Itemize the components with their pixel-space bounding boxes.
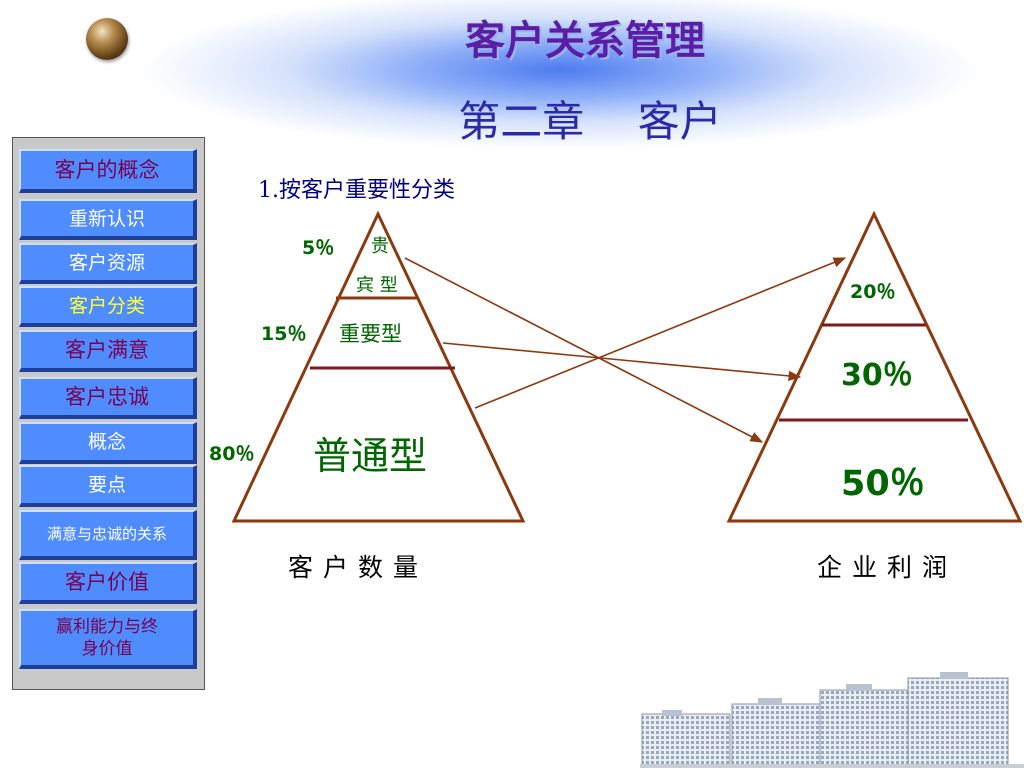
left-tier-1-label-line2: 宾 型 (356, 275, 398, 296)
right-tier-1-percent: 20％ (850, 281, 896, 303)
sidebar-item-label: 客户的概念 (54, 158, 160, 182)
page-title: 客户关系管理 (465, 18, 705, 64)
sidebar-item-concept[interactable]: 概念 (19, 422, 197, 464)
buildings-illustration (640, 672, 1024, 768)
section-subtitle: 1.按客户重要性分类 (258, 178, 455, 203)
sidebar-item-label: 客户忠诚 (65, 385, 149, 409)
sidebar-item-label: 赢利能力与终身价值 (56, 617, 158, 659)
left-pyramid-caption: 客户数量 (288, 553, 429, 582)
sidebar-item-recognition[interactable]: 重新认识 (19, 199, 197, 240)
right-tier-2-percent: 30％ (841, 358, 913, 393)
left-tier-2-percent: 15％ (261, 323, 307, 345)
right-pyramid (726, 210, 1023, 523)
sidebar-item-label: 客户分类 (68, 294, 145, 317)
arrow-vip-to-profit (404, 257, 764, 443)
sidebar-item-label: 重新认识 (68, 207, 145, 230)
left-tier-1-percent: 5％ (302, 237, 335, 259)
sidebar-item-customer-classification[interactable]: 客户分类 (19, 286, 197, 327)
sidebar-item-label: 客户满意 (65, 338, 149, 362)
arrow-ordinary-to-profit (474, 257, 847, 409)
arrow-important-to-profit (442, 342, 802, 382)
left-tier-2-label: 重要型 (339, 322, 402, 346)
sidebar-nav: 客户的概念 重新认识 客户资源 客户分类 客户满意 客户忠诚 概念 要点 满意与… (12, 137, 205, 690)
left-tier-3-percent: 80％ (209, 443, 255, 465)
sidebar-item-label: 概念 (87, 431, 126, 453)
sidebar-item-customer-value[interactable]: 客户价值 (19, 562, 197, 604)
left-tier-3-label: 普通型 (313, 434, 428, 478)
sidebar-item-customer-resources[interactable]: 客户资源 (19, 243, 197, 284)
sidebar-item-customer-concept[interactable]: 客户的概念 (19, 149, 197, 193)
sidebar-item-label: 满意与忠诚的关系 (46, 525, 167, 543)
bullet-ball-icon (86, 18, 128, 60)
sidebar-item-customer-loyalty[interactable]: 客户忠诚 (19, 377, 197, 419)
sidebar-item-satisfaction-loyalty-relation[interactable]: 满意与忠诚的关系 (19, 510, 197, 560)
sidebar-item-label: 要点 (87, 474, 126, 496)
sidebar-item-label: 客户资源 (68, 251, 145, 274)
left-tier-1-label-line1: 贵 (371, 236, 389, 257)
sidebar-item-label: 客户价值 (65, 570, 149, 594)
chapter-title: 第二章 客户 (458, 97, 722, 146)
sidebar-item-customer-satisfaction[interactable]: 客户满意 (19, 330, 197, 372)
header-background (0, 0, 1024, 150)
right-pyramid-caption: 企业利润 (817, 553, 958, 582)
sidebar-item-profitability-lifetime-value[interactable]: 赢利能力与终身价值 (19, 609, 197, 669)
sidebar-item-key-points[interactable]: 要点 (19, 465, 197, 507)
right-tier-3-percent: 50％ (841, 464, 925, 504)
